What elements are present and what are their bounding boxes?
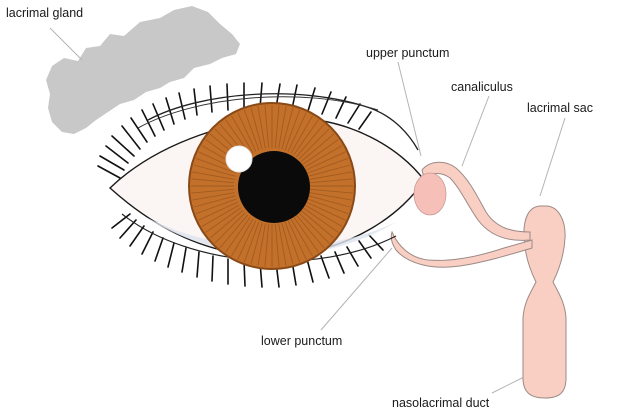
label-nasolacrimal-duct: nasolacrimal duct [392, 396, 489, 410]
leader-canaliculus [462, 96, 489, 166]
caruncle [414, 173, 446, 215]
eye-highlight [226, 146, 252, 172]
leader-gland [50, 28, 82, 60]
label-canaliculus: canaliculus [451, 80, 513, 94]
leader-nasolacrimal-duct [492, 376, 526, 393]
label-lacrimal-gland: lacrimal gland [6, 6, 83, 20]
lacrimal-gland-shape [46, 6, 240, 134]
label-upper-punctum: upper punctum [366, 46, 449, 60]
leader-lower-punctum [321, 248, 392, 330]
leader-upper-punctum [398, 62, 421, 156]
label-lacrimal-sac: lacrimal sac [527, 101, 593, 115]
leader-lacrimal-sac [540, 118, 565, 196]
label-lower-punctum: lower punctum [261, 334, 342, 348]
